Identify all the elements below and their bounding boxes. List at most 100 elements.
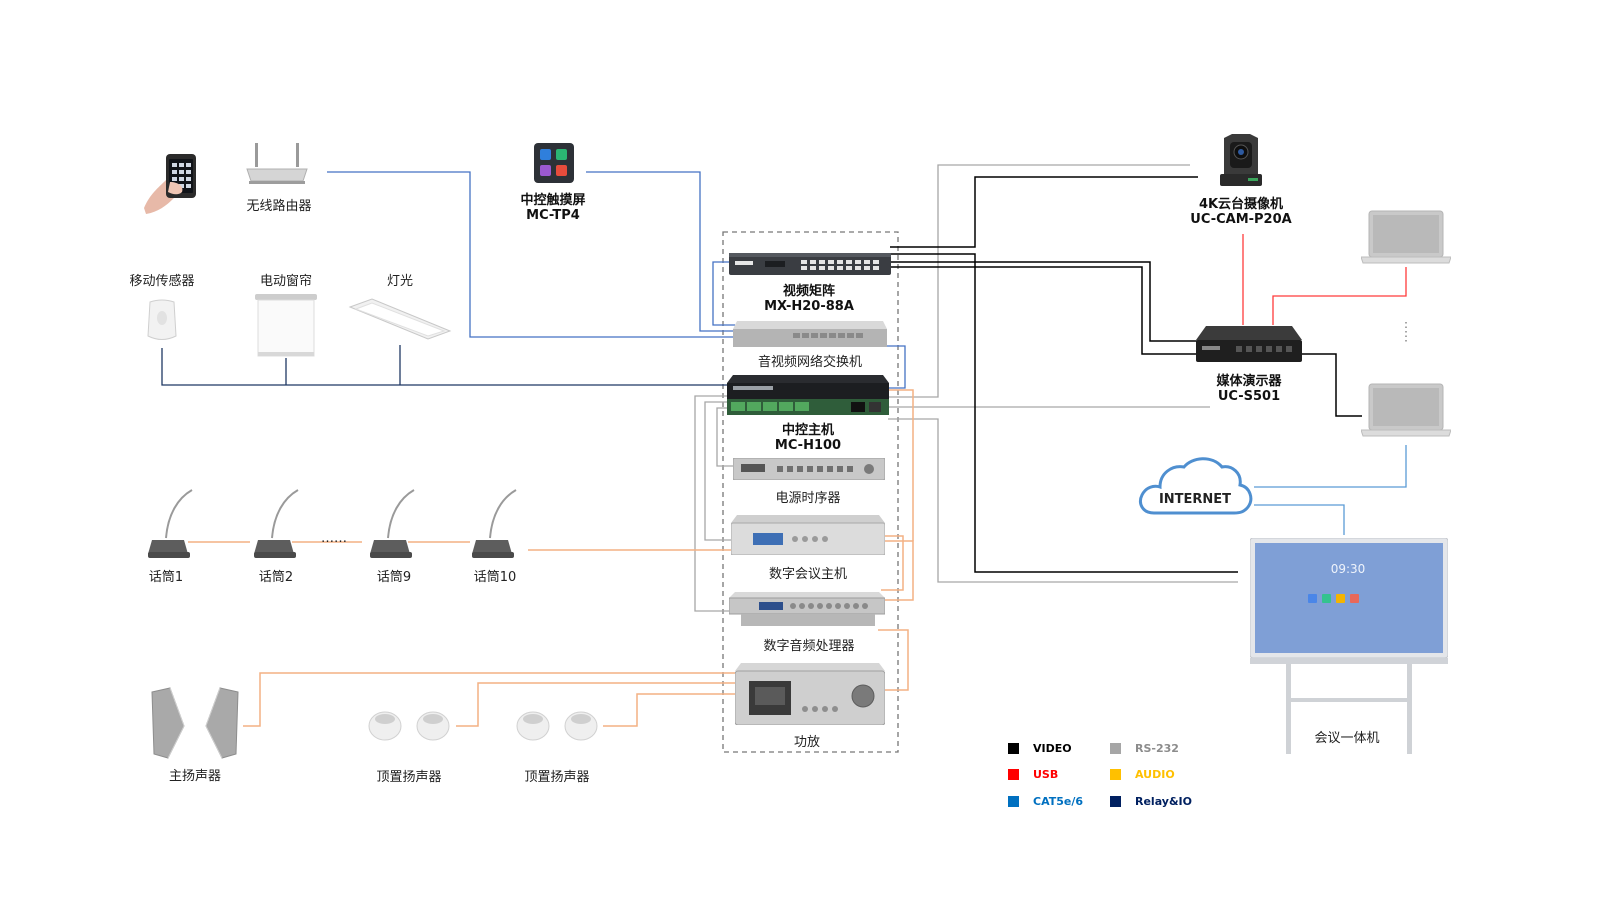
motor-curtain-icon [255, 294, 317, 357]
media-presenter-icon [1196, 326, 1302, 362]
ceiling-speaker-2-label: 顶置扬声器 [524, 770, 590, 785]
mic-9-label: 话筒9 [376, 570, 412, 585]
legend-label: VIDEO [1033, 742, 1072, 755]
touch-panel-name: 中控触摸屏 [520, 193, 586, 208]
legend-swatch [1110, 769, 1121, 780]
touch-panel-model: MC-TP4 [526, 208, 580, 223]
audio-processor-label: 数字音频处理器 [763, 639, 855, 654]
conference-host-label: 数字会议主机 [768, 567, 847, 582]
microphone-icon [254, 489, 299, 558]
video-wire [890, 176, 1198, 248]
motion-sensor-icon [147, 299, 177, 340]
cat-wire [712, 261, 735, 326]
audio-processor-icon [729, 592, 885, 626]
touch-panel-label: 中控触摸屏 MC-TP4 [500, 193, 606, 223]
ceiling-speaker-icon [368, 711, 450, 741]
network-switch-label: 音视频网络交换机 [757, 355, 862, 370]
audio-wire [243, 672, 735, 727]
mic-2-label: 话筒2 [258, 570, 294, 585]
power-sequencer-label: 电源时序器 [775, 491, 841, 506]
video-matrix-name: 视频矩阵 [782, 284, 835, 299]
audio-wire [603, 693, 735, 727]
wireless-router-icon [246, 143, 308, 184]
audio-wire [456, 682, 735, 727]
legend-label: AUDIO [1135, 768, 1175, 781]
microphone-icon [370, 489, 415, 558]
control-host-name: 中控主机 [781, 423, 834, 438]
legend-label: Relay&IO [1135, 795, 1192, 808]
audio-wire [888, 389, 914, 541]
mic-10-label: 话筒10 [473, 570, 517, 585]
legend-relay-io: Relay&IO [1110, 795, 1192, 808]
rs232-wire [888, 164, 1190, 398]
ceiling-speaker-icon [516, 711, 598, 741]
ptz-camera-model: UC-CAM-P20A [1190, 212, 1292, 227]
legend-label: RS-232 [1135, 742, 1179, 755]
control-host-label: 中控主机 MC-H100 [748, 423, 868, 453]
ptz-camera-label: 4K云台摄像机 UC-CAM-P20A [1178, 197, 1304, 227]
cat-wire [327, 171, 735, 338]
media-presenter-model: UC-S501 [1217, 389, 1281, 404]
audio-wire [881, 535, 904, 591]
video-wire [890, 253, 1238, 573]
main-speaker-icon [151, 687, 239, 759]
legend-swatch [1008, 743, 1019, 754]
media-presenter-name: 媒体演示器 [1216, 374, 1282, 389]
legend-usb: USB [1008, 768, 1058, 781]
rack-frame [722, 231, 899, 753]
main-speaker-label: 主扬声器 [168, 769, 221, 784]
legend-video: VIDEO [1008, 742, 1072, 755]
control-host-icon [727, 375, 889, 415]
usb-wire [1272, 267, 1407, 325]
control-host-model: MC-H100 [774, 438, 842, 453]
cat-wire [1254, 445, 1407, 488]
wireless-router-label: 无线路由器 [246, 199, 312, 214]
video-matrix-label: 视频矩阵 MX-H20-88A [750, 284, 868, 314]
internet-label: INTERNET [1158, 492, 1232, 507]
amplifier-icon [735, 663, 885, 725]
media-presenter-label: 媒体演示器 UC-S501 [1194, 374, 1304, 404]
legend-label: USB [1033, 768, 1059, 781]
legend-cat: CAT5e/6 [1008, 795, 1083, 808]
laptop-icon [1361, 210, 1451, 264]
laptop-icon [1361, 383, 1451, 437]
conference-host-icon [731, 515, 885, 555]
power-sequencer-icon [733, 458, 885, 480]
ceiling-speaker-1-label: 顶置扬声器 [376, 770, 442, 785]
video-wire [890, 266, 1200, 355]
mic-ellipsis: …… [321, 531, 347, 546]
smart-board-clock: 09:30 [1330, 562, 1366, 576]
legend-audio: AUDIO [1110, 768, 1175, 781]
rs232-wire [716, 407, 735, 467]
legend-swatch [1110, 743, 1121, 754]
legend-swatch [1110, 796, 1121, 807]
ptz-camera-icon [1220, 134, 1262, 186]
cat-wire [586, 171, 735, 332]
microphone-icon [472, 489, 517, 558]
relay-io-wire [161, 348, 886, 386]
motion-sensor-label: 移动传感器 [129, 274, 195, 289]
ceiling-light-icon [348, 298, 452, 340]
legend-swatch [1008, 796, 1019, 807]
amplifier-label: 功放 [793, 735, 820, 750]
microphone-icon [148, 489, 193, 558]
cat-wire [1254, 504, 1345, 535]
network-switch-icon [733, 321, 887, 347]
video-wire [890, 261, 1200, 342]
rs232-wire [694, 395, 735, 612]
rs232-wire [704, 401, 735, 541]
cat-wire [885, 345, 906, 389]
audio-wire [878, 629, 909, 691]
smartphone-icon [144, 154, 196, 214]
legend-swatch [1008, 769, 1019, 780]
legend-rs232: RS-232 [1110, 742, 1179, 755]
ptz-camera-name: 4K云台摄像机 [1198, 197, 1284, 212]
video-wire [1298, 353, 1362, 417]
smart-board-icon [1250, 538, 1448, 754]
mic-1-label: 话筒1 [148, 570, 184, 585]
audio-wire [881, 540, 914, 601]
video-matrix-model: MX-H20-88A [764, 299, 854, 314]
video-matrix-icon [729, 253, 891, 275]
legend-label: CAT5e/6 [1033, 795, 1084, 808]
